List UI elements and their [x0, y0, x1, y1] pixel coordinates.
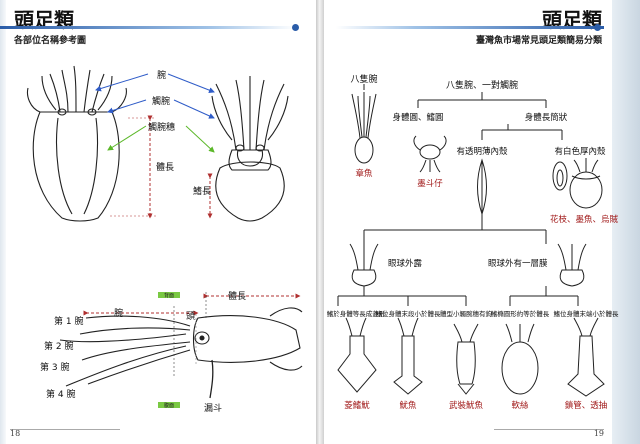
label-arm-4: 第 4 腕 [46, 388, 75, 400]
label-arm-1: 第 1 腕 [54, 315, 83, 327]
left-page: 頭足類 各部位名稱參考圖 [0, 0, 316, 444]
key-connector-lines [337, 84, 579, 306]
side-dimension-lines [83, 292, 301, 378]
species-flying-squid: 魷魚 [399, 400, 417, 411]
bobtail-icon [413, 135, 447, 173]
key-eye-membrane: 眼球外有一層膜 [488, 258, 548, 269]
page-edge-shade-right [612, 0, 640, 444]
ventral-tag [158, 402, 180, 408]
label-ventral: 腹面 [164, 402, 174, 409]
key-eye-open: 眼球外露 [388, 258, 423, 269]
header-rule-right [336, 26, 604, 29]
squid-icon-armed [453, 323, 479, 395]
label-club: 觸腕穗 [148, 121, 175, 133]
label-arm-3: 第 3 腕 [40, 361, 69, 373]
header-rule-left [0, 26, 296, 29]
species-loligo: 鎖管、透抽 [565, 400, 608, 411]
page-edge-shade [0, 0, 6, 444]
label-body-length: 體長 [156, 161, 174, 173]
squid-icon-oval [501, 323, 539, 395]
species-cuttlefish: 花枝、墨魚、烏賊 [550, 214, 619, 225]
key-eight-arms: 八隻腕 [350, 73, 377, 85]
label-arrows [95, 73, 215, 153]
octopus-icon [351, 92, 377, 164]
gladius-icon [477, 158, 487, 216]
dorsal-tag [158, 292, 180, 298]
label-arm: 腕 [157, 69, 166, 81]
anatomy-figures: 腕 觸腕 觸腕穗 體長 鰭長 背面 [26, 65, 303, 414]
classification-key: 八隻腕 八隻腕、一對觸腕 身體圓、鰭圓 身體長筒狀 有透明薄內殼 有白色厚內殼 … [327, 73, 620, 411]
body-length-dimension [110, 115, 156, 219]
squid-ventral-illustration [211, 76, 289, 222]
squid-side-illustration [59, 307, 303, 399]
label-tentacle: 觸腕 [152, 95, 170, 107]
label-arm-2: 第 2 腕 [44, 340, 73, 352]
key-white-shell: 有白色厚內殼 [554, 146, 606, 157]
squid-icon-loligo [567, 317, 605, 397]
squid-head-open-eye-icon [349, 243, 379, 287]
key-fin-c: 體型小觸腕穗有鉤 [440, 309, 493, 318]
key-fin-e: 鰭位身體末端小於體長 [554, 309, 620, 318]
page-subtitle-right: 臺灣魚市場常見頭足類簡易分類 [475, 36, 602, 46]
folio-rule-left [10, 429, 120, 430]
key-fin-d: 鰭橢圓形約等於體長 [491, 309, 550, 318]
header-dot-right [594, 24, 601, 31]
species-diamond-squid: 菱鰭魷 [344, 400, 370, 411]
label-dorsal: 背面 [164, 292, 174, 299]
squid-dorsal-illustration [26, 65, 127, 222]
label-arm-side: 腕 [114, 307, 123, 319]
folio-rule-right [494, 429, 604, 430]
header-dot-left [292, 24, 299, 31]
book-gutter [316, 0, 324, 444]
species-armed-squid: 武裝魷魚 [449, 400, 484, 411]
species-oval-squid: 軟絲 [511, 400, 529, 411]
label-funnel: 漏斗 [204, 402, 222, 414]
key-fin-b: 鰭位身體末段小於體長 [376, 309, 442, 318]
squid-icon-diamond [337, 317, 377, 393]
squid-icon-flying [393, 317, 423, 395]
right-page: 頭足類 臺灣魚市場常見頭足類簡易分類 [324, 0, 640, 444]
cuttlebone-icon [552, 161, 568, 191]
label-fin-length: 鰭長 [193, 185, 211, 197]
key-tube-body: 身體長筒狀 [525, 112, 568, 123]
squid-head-membrane-eye-icon [557, 243, 587, 287]
label-head: 頭 [186, 311, 195, 322]
key-thin-shell: 有透明薄內殼 [456, 146, 508, 157]
cuttlefish-icon [569, 158, 603, 209]
key-root: 八隻腕、一對觸腕 [446, 79, 518, 91]
key-round-body: 身體圓、鰭圓 [392, 112, 443, 123]
key-fin-a: 鰭於身體等長成菱形 [327, 309, 386, 318]
species-octopus: 章魚 [355, 168, 373, 179]
page-number-right: 19 [593, 429, 604, 438]
label-body-length-side: 體長 [228, 290, 246, 302]
page-subtitle-left: 各部位名稱參考圖 [14, 36, 87, 46]
page-number-left: 18 [10, 429, 21, 438]
species-bobtail: 墨斗仔 [417, 178, 443, 189]
